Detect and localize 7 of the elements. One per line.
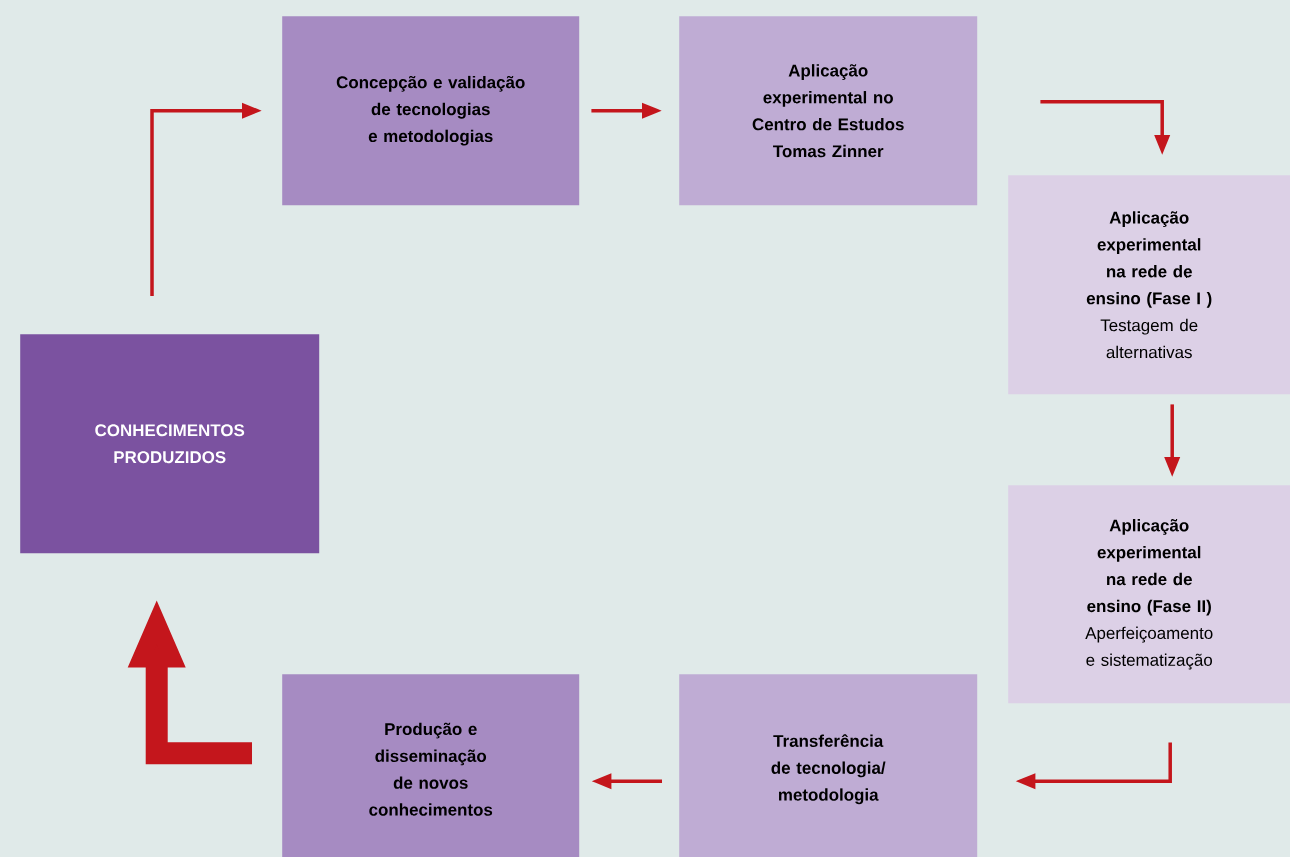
process-box: Aplicação experimental na rede de ensino (Fase II) Aperfeiçoamento e sistematização <box>1008 485 1290 704</box>
title-box: CONHECIMENTOS PRODUZIDOS <box>20 334 320 554</box>
process-box: Transferência de tecnologia/ metodologia <box>679 674 978 857</box>
process-box: Aplicação experimental na rede de ensino (Fase I ) Testagem de alternativas <box>1008 175 1290 395</box>
process-box: Produção e disseminação de novos conhecimentos <box>282 674 580 857</box>
process-box: Concepção e validação de tecnologias e metodologias <box>282 16 580 206</box>
process-box: Aplicação experimental no Centro de Estudos Tomas Zinner <box>679 16 978 206</box>
